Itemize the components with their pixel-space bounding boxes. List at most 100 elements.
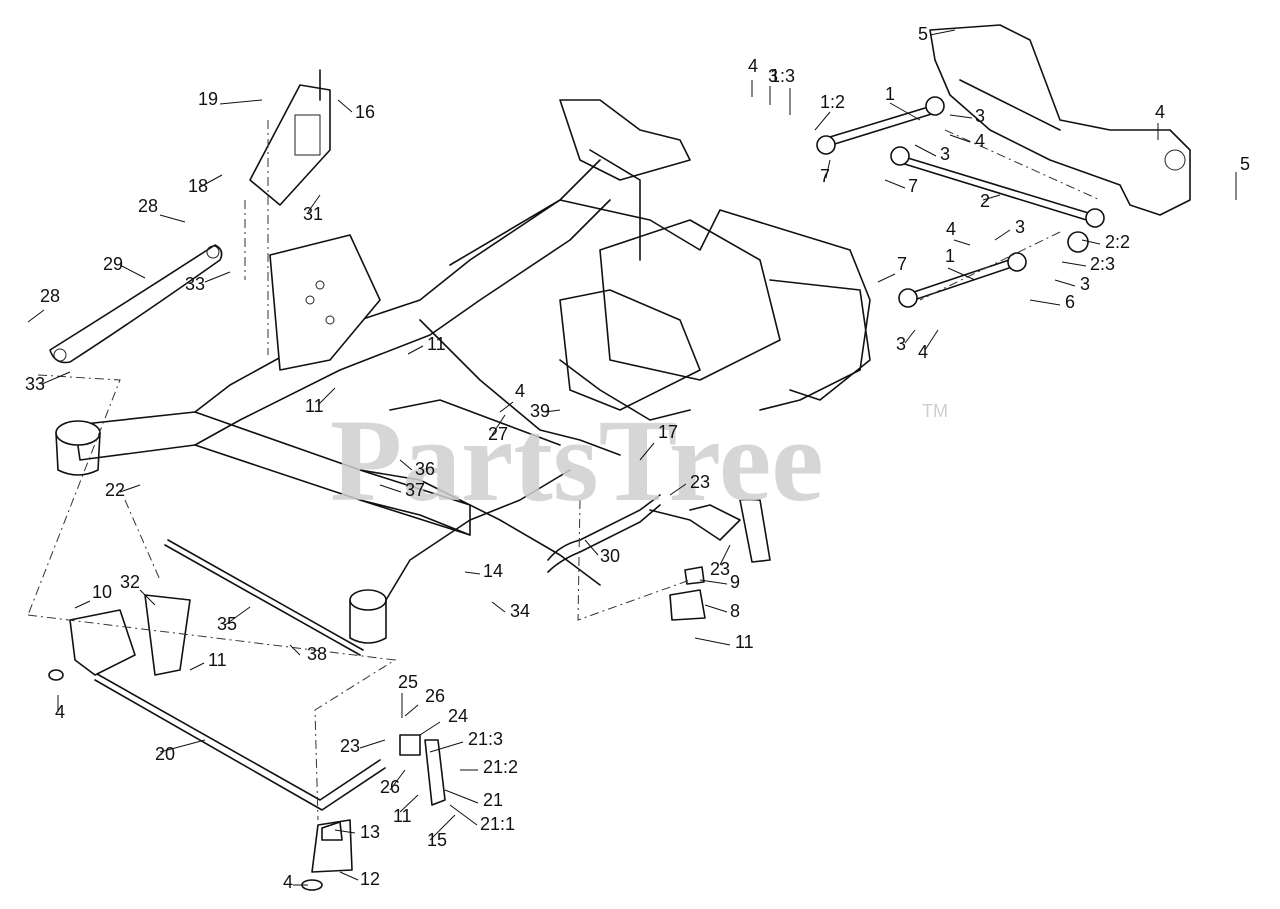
callout-leader bbox=[1054, 279, 1076, 287]
callout-18: 18 bbox=[188, 174, 223, 196]
callout-31: 31 bbox=[303, 194, 323, 224]
callout-19: 19 bbox=[198, 89, 263, 109]
rear-axle-bracket bbox=[929, 24, 1191, 216]
callout-26: 26 bbox=[380, 769, 406, 797]
small-parts bbox=[48, 499, 771, 891]
callout-label: 13 bbox=[360, 822, 380, 842]
callout-leader bbox=[389, 769, 406, 791]
callout-leader bbox=[1061, 261, 1087, 267]
callout-leader bbox=[339, 871, 359, 881]
callout-label: 11 bbox=[427, 334, 446, 354]
callout-1: 1 bbox=[945, 246, 976, 281]
callout-35: 35 bbox=[217, 606, 251, 634]
callout-leader bbox=[464, 571, 481, 575]
callout-label: 11 bbox=[305, 396, 324, 416]
callout-11: 11 bbox=[305, 387, 336, 416]
callout-leader bbox=[449, 804, 478, 826]
callout-label: 18 bbox=[188, 176, 208, 196]
callout-leader bbox=[889, 102, 921, 121]
callout-leader bbox=[379, 484, 402, 493]
callout-leader bbox=[719, 544, 731, 566]
callout-32: 32 bbox=[120, 572, 156, 606]
callout-label: 34 bbox=[510, 601, 530, 621]
callout-11: 11 bbox=[407, 334, 446, 355]
callout-leader bbox=[429, 814, 456, 841]
callout-3: 3 bbox=[768, 66, 778, 105]
callout-37: 37 bbox=[379, 480, 425, 500]
callout-leader bbox=[949, 134, 971, 143]
callout-label: 3 bbox=[896, 334, 906, 354]
callout-21: 21 bbox=[444, 789, 503, 810]
callout-label: 4 bbox=[55, 702, 65, 722]
callout-label: 21:2 bbox=[483, 757, 518, 777]
callout-leader bbox=[924, 329, 939, 351]
callout-label: 7 bbox=[820, 166, 830, 186]
callout-4: 4 bbox=[748, 56, 758, 97]
callout-label: 20 bbox=[155, 744, 175, 764]
callout-label: 2 bbox=[980, 191, 990, 211]
callout-23: 23 bbox=[669, 472, 710, 496]
callout-leader bbox=[994, 229, 1011, 241]
callout-label: 1:3 bbox=[770, 66, 795, 86]
callout-leader bbox=[884, 179, 906, 189]
callout-label: 29 bbox=[103, 254, 123, 274]
callout-leader bbox=[399, 794, 419, 813]
callout-leader bbox=[159, 214, 186, 223]
callout-28: 28 bbox=[27, 286, 60, 323]
front-axle-20 bbox=[69, 594, 386, 811]
callout-label: 4 bbox=[918, 342, 928, 362]
callout-33: 33 bbox=[25, 371, 71, 394]
callout-3: 3 bbox=[994, 217, 1025, 241]
callout-3: 3 bbox=[949, 106, 985, 126]
callout-2-2: 2:2 bbox=[1081, 232, 1130, 252]
callout-label: 3 bbox=[975, 106, 985, 126]
callout-leader bbox=[1081, 239, 1101, 245]
callout-label: 38 bbox=[307, 644, 327, 664]
callout-label: 3 bbox=[940, 144, 950, 164]
callout-leader bbox=[904, 329, 916, 344]
callout-8: 8 bbox=[704, 601, 740, 621]
callout-leader bbox=[929, 29, 956, 36]
callout-label: 14 bbox=[483, 561, 503, 581]
left-cross-plate bbox=[269, 234, 381, 371]
callout-leader bbox=[544, 409, 561, 413]
callout-28: 28 bbox=[138, 196, 186, 223]
callout-label: 16 bbox=[355, 102, 375, 122]
callout-leader bbox=[359, 739, 386, 749]
callout-label: 6 bbox=[1065, 292, 1075, 312]
callout-leader bbox=[949, 114, 973, 119]
callout-9: 9 bbox=[699, 572, 740, 592]
callout-label: 3 bbox=[768, 66, 778, 86]
callout-label: 37 bbox=[405, 480, 425, 500]
callout-leader bbox=[825, 159, 831, 179]
callout-label: 23 bbox=[690, 472, 710, 492]
callout-label: 2:3 bbox=[1090, 254, 1115, 274]
callout-12: 12 bbox=[339, 869, 380, 889]
callout-2-3: 2:3 bbox=[1061, 254, 1115, 274]
callout-leader bbox=[877, 273, 896, 283]
watermark-trademark: TM bbox=[922, 401, 948, 421]
callout-4: 4 bbox=[949, 131, 985, 151]
callout-label: 5 bbox=[918, 24, 928, 44]
callout-3: 3 bbox=[896, 329, 916, 354]
callout-label: 35 bbox=[217, 614, 237, 634]
callout-label: 11 bbox=[393, 806, 412, 826]
callout-label: 31 bbox=[303, 204, 323, 224]
callout-leader bbox=[491, 601, 506, 613]
callout-11: 11 bbox=[694, 632, 754, 652]
callout-20: 20 bbox=[155, 739, 206, 764]
callout-leader bbox=[119, 264, 146, 279]
callout-leader bbox=[953, 239, 971, 246]
callout-label: 17 bbox=[658, 422, 678, 442]
callout-leader bbox=[499, 401, 514, 413]
callout-leader bbox=[317, 387, 336, 406]
callout-label: 28 bbox=[138, 196, 158, 216]
callout-leader bbox=[159, 739, 206, 753]
callout-label: 4 bbox=[946, 219, 956, 239]
callout-leader bbox=[204, 271, 231, 283]
callout-label: 19 bbox=[198, 89, 218, 109]
callout-leader bbox=[74, 600, 91, 609]
callout-leader bbox=[914, 144, 937, 157]
callout-label: 10 bbox=[92, 582, 112, 602]
